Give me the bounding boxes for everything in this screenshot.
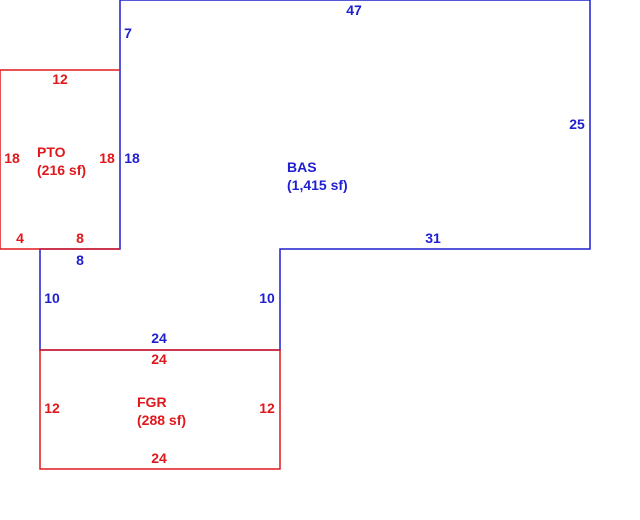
bas-dim-top-left: 7 [124, 25, 132, 41]
fgr-label: FGR [137, 394, 167, 410]
pto-dim-right: 18 [99, 150, 115, 166]
pto-outline [0, 69, 120, 250]
pto-area: (216 sf) [37, 162, 86, 178]
bas-dim-notch-side: 18 [124, 150, 140, 166]
pto-dim-top: 12 [52, 71, 68, 87]
fgr-dim-right: 12 [259, 400, 275, 416]
bas-dim-top: 47 [346, 2, 362, 18]
pto-label: PTO [37, 144, 66, 160]
bas-dim-left-lower: 10 [44, 290, 60, 306]
fgr-dim-bottom: 24 [151, 450, 167, 466]
bas-label: BAS [287, 159, 317, 175]
bas-dim-step-right: 10 [259, 290, 275, 306]
bas-dim-notch-bottom: 8 [76, 252, 84, 268]
bas-outline [39, 0, 591, 351]
bas-dim-bottom: 24 [151, 330, 167, 346]
bas-dim-right: 25 [569, 116, 585, 132]
pto-dim-bottom-right: 8 [76, 230, 84, 246]
pto-dim-bottom-left: 4 [16, 230, 24, 246]
pto-dim-left: 18 [4, 150, 20, 166]
fgr-area: (288 sf) [137, 412, 186, 428]
fgr-outline [39, 349, 281, 470]
bas-area: (1,415 sf) [287, 177, 348, 193]
fgr-dim-left: 12 [44, 400, 60, 416]
bas-dim-bottom-right: 31 [425, 230, 441, 246]
fgr-dim-top: 24 [151, 351, 167, 367]
